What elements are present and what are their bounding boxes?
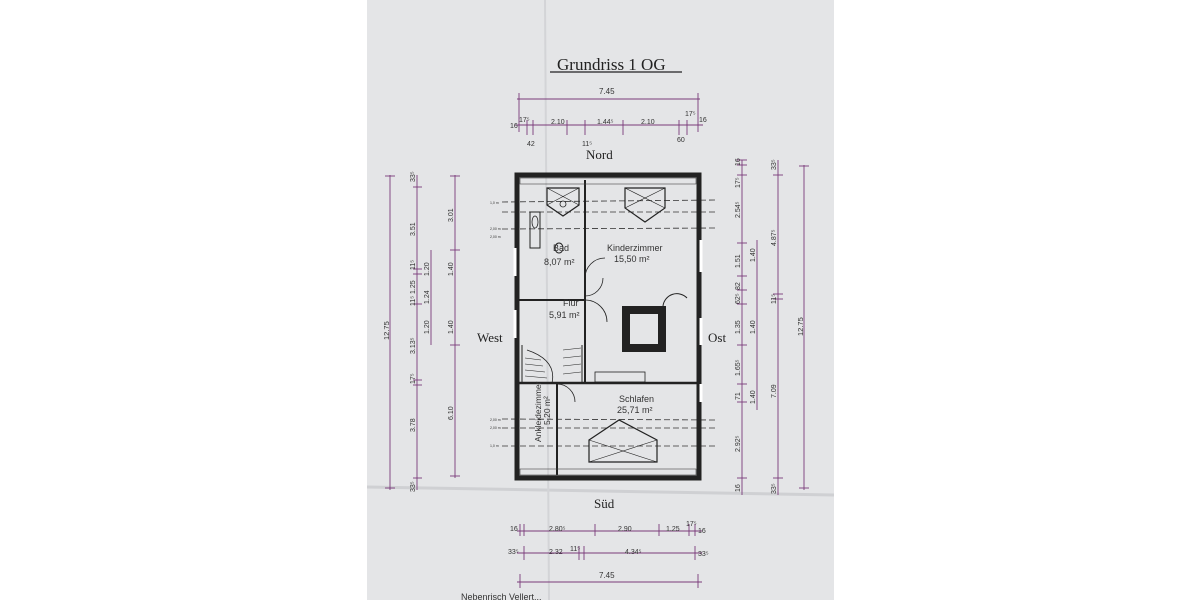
label-east: Ost [708, 330, 726, 345]
label-west: West [477, 330, 503, 345]
dim-label: 2.80⁵ [549, 526, 566, 533]
dim-label: 2.10 [551, 119, 565, 126]
dim-label: 3.13⁵ [410, 337, 417, 354]
dim-label: 17⁵ [410, 373, 417, 384]
dim-label: 11⁵ [771, 294, 778, 304]
floor-plan-walls [513, 172, 703, 481]
footer-text: Nebenrisch Vellert... [461, 592, 542, 600]
dim-label: 7.45 [599, 571, 615, 580]
dim-label: 11⁵ [410, 296, 417, 306]
room-area-schlafen: 25,71 m² [617, 405, 653, 415]
dim-label: 33⁵ [771, 159, 778, 170]
dim-label: 11⁵ [582, 141, 592, 148]
dim-label: 2.54⁵ [735, 201, 742, 218]
dim-label: 7.09 [771, 384, 778, 398]
dormers [546, 187, 666, 463]
level-mark: 1,0 m [490, 201, 499, 205]
top-dimensions: 7.45 16 17⁵ 2.10 1.44⁵ 2.10 17⁵ 16 42 11… [510, 87, 707, 148]
room-name-ankleidezimmer: Ankleidezimmer [533, 381, 543, 442]
dim-label: 1.40 [750, 320, 757, 334]
room-area-ankleidezimmer: 5,20 m² [542, 396, 552, 425]
dim-label: 1.20 [424, 262, 431, 276]
room-name-flur: Flur [563, 298, 579, 308]
dim-label: 17⁵ [686, 521, 697, 528]
dim-label: 33⁵ [698, 551, 709, 558]
door-swing [662, 293, 688, 307]
dim-label: 12.75 [796, 317, 805, 336]
dim-label: 1.51 [735, 254, 742, 268]
dim-label: 16 [698, 528, 706, 535]
door-swings [556, 257, 646, 403]
dim-label: 4.34⁵ [625, 549, 642, 556]
dim-label: 1.40 [750, 248, 757, 262]
label-south: Süd [594, 496, 615, 511]
dim-label: 17⁵ [519, 117, 530, 124]
room-area-flur: 5,91 m² [549, 310, 580, 320]
dim-label: 71 [735, 392, 742, 400]
dim-label: 1.25 [410, 280, 417, 294]
left-dimensions: 12.75 33⁵ 3.51 11⁵ 1.25 11⁵ 3.13⁵ 17⁵ 3.… [382, 171, 460, 492]
dim-label: 1.40 [750, 390, 757, 404]
dim-label: 16 [735, 158, 742, 166]
dim-label: 3.01 [448, 208, 455, 222]
room-area-kinderzimmer: 15,50 m² [614, 254, 650, 264]
room-labels: Bad 8,07 m² Kinderzimmer 15,50 m² Flur 5… [533, 243, 663, 442]
floor-plan-sheet: Grundriss 1 OG 7.45 16 17⁵ 2.10 1.44⁵ 2.… [367, 0, 834, 600]
dim-label: 2.90 [618, 526, 632, 533]
dim-label: 1.40 [448, 262, 455, 276]
dim-label: 3.78 [410, 418, 417, 432]
room-area-bad: 8,07 m² [544, 257, 575, 267]
dim-label: 11⁵ [410, 260, 417, 270]
dim-label: 1.20 [424, 320, 431, 334]
dim-label: 42 [527, 141, 535, 148]
chimney-opening [630, 314, 658, 344]
dim-label: 16 [510, 526, 518, 533]
dim-label: 2.32 [549, 549, 563, 556]
level-mark: 2,00 m [490, 426, 501, 430]
bottom-dimensions: 16 2.80⁵ 2.90 1.25 17⁵ 16 33⁵ 2.32 11⁵ 4… [508, 521, 709, 588]
room-name-bad: Bad [553, 243, 569, 253]
label-north: Nord [586, 147, 613, 162]
dim-label: 33⁵ [410, 481, 417, 492]
level-mark: 2,00 m [490, 418, 501, 422]
dim-label: 16 [735, 484, 742, 492]
dim-label: 11⁵ [570, 546, 580, 553]
dim-label: 33⁵ [410, 171, 417, 182]
dim-label: 4.87⁵ [771, 229, 778, 246]
bathroom-fixtures [529, 200, 567, 254]
dim-label: 6.10 [448, 406, 455, 420]
dim-label: 1.25 [666, 526, 680, 533]
dim-label: 60 [677, 137, 685, 144]
level-lines: 1,0 m 2,00 m 2,00 m 2,00 m 2,00 m 1,0 m [490, 199, 718, 448]
dim-label: 1.24 [424, 290, 431, 304]
dim-label: 62⁵ [735, 293, 742, 304]
right-dimensions: 16 17⁵ 2.54⁵ 1.51 82 62⁵ 1.35 1.65⁵ 71 2… [735, 158, 809, 495]
dim-label: 16 [510, 123, 518, 130]
dim-label: 1.35 [735, 320, 742, 334]
level-mark: 2,00 m [490, 235, 501, 239]
dim-label: 2.92⁵ [735, 435, 742, 452]
dim-label: 82 [735, 282, 742, 290]
level-mark: 2,00 m [490, 227, 501, 231]
dim-label: 1.40 [448, 320, 455, 334]
paper-fold [367, 485, 834, 497]
plan-title: Grundriss 1 OG [557, 55, 666, 74]
dim-label: 1.65⁵ [735, 359, 742, 376]
room-name-kinderzimmer: Kinderzimmer [607, 243, 663, 253]
dim-label: 3.51 [410, 222, 417, 236]
dim-label: 16 [699, 117, 707, 124]
dim-label: 33⁵ [508, 549, 519, 556]
room-name-schlafen: Schlafen [619, 394, 654, 404]
level-mark: 1,0 m [490, 444, 499, 448]
dim-label: 2.10 [641, 119, 655, 126]
dim-label: 33⁵ [771, 483, 778, 494]
dim-label: 12.75 [382, 321, 391, 340]
top-total: 7.45 [599, 87, 615, 96]
floor-plan-drawing: Grundriss 1 OG 7.45 16 17⁵ 2.10 1.44⁵ 2.… [367, 0, 834, 600]
dim-label: 1.44⁵ [597, 119, 614, 126]
dim-label: 17⁵ [685, 111, 696, 118]
dim-label: 17⁵ [735, 177, 742, 188]
staircase [521, 345, 583, 384]
